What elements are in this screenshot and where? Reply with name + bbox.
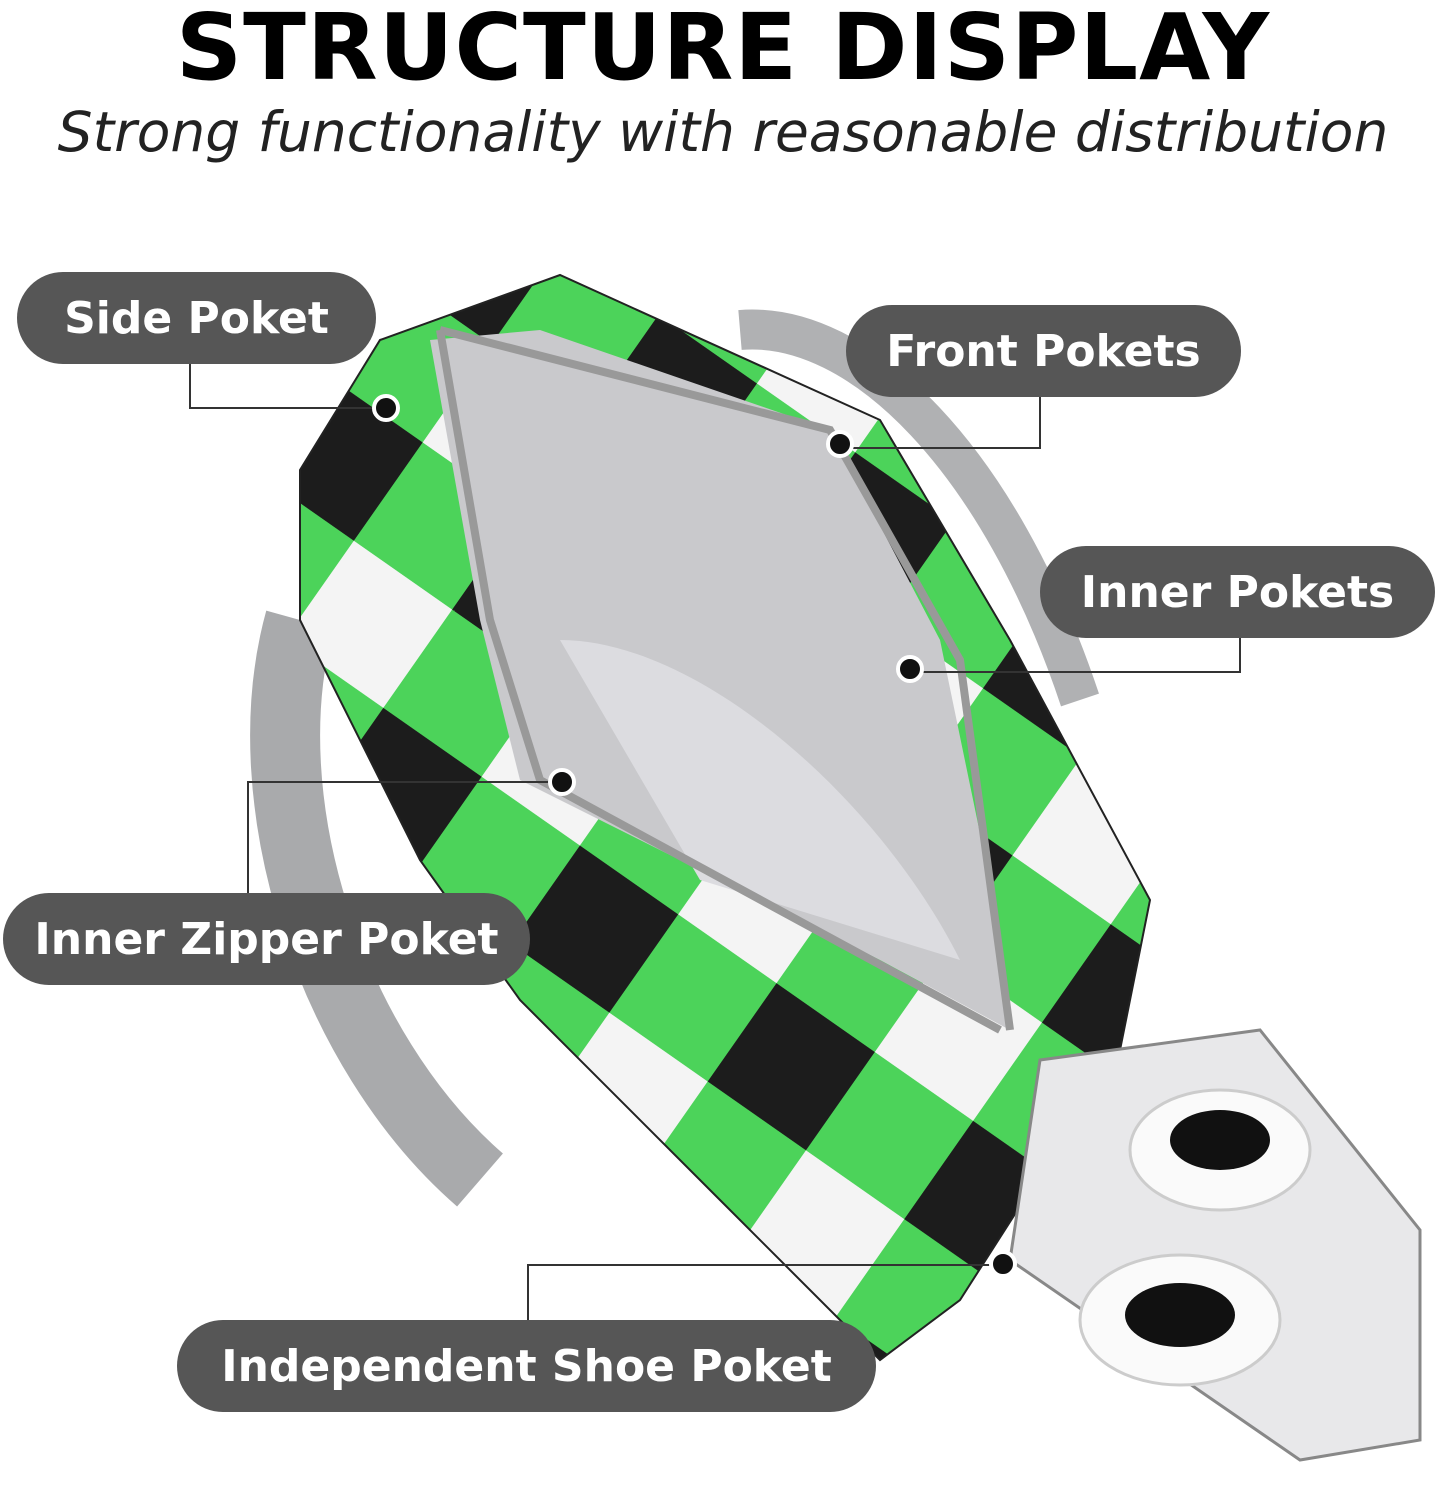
marker-dot	[548, 768, 576, 796]
callout-inner-zipper-poket: Inner Zipper Poket	[3, 893, 530, 985]
leader-lines	[189, 364, 1241, 1320]
marker-dot	[826, 430, 854, 458]
zipper	[439, 326, 1014, 1031]
page-subtitle: Strong functionality with reasonable dis…	[57, 100, 1389, 164]
callout-inner-pokets: Inner Pokets	[1040, 546, 1435, 638]
page-title: STRUCTURE DISPLAY	[175, 0, 1271, 101]
marker-dot	[989, 1250, 1017, 1278]
marker-dot	[896, 655, 924, 683]
callout-front-pokets: Front Pokets	[846, 305, 1241, 397]
marker-dot	[372, 394, 400, 422]
callout-side-poket: Side Poket	[17, 272, 376, 364]
callout-independent-shoe-poket: Independent Shoe Poket	[177, 1320, 876, 1412]
